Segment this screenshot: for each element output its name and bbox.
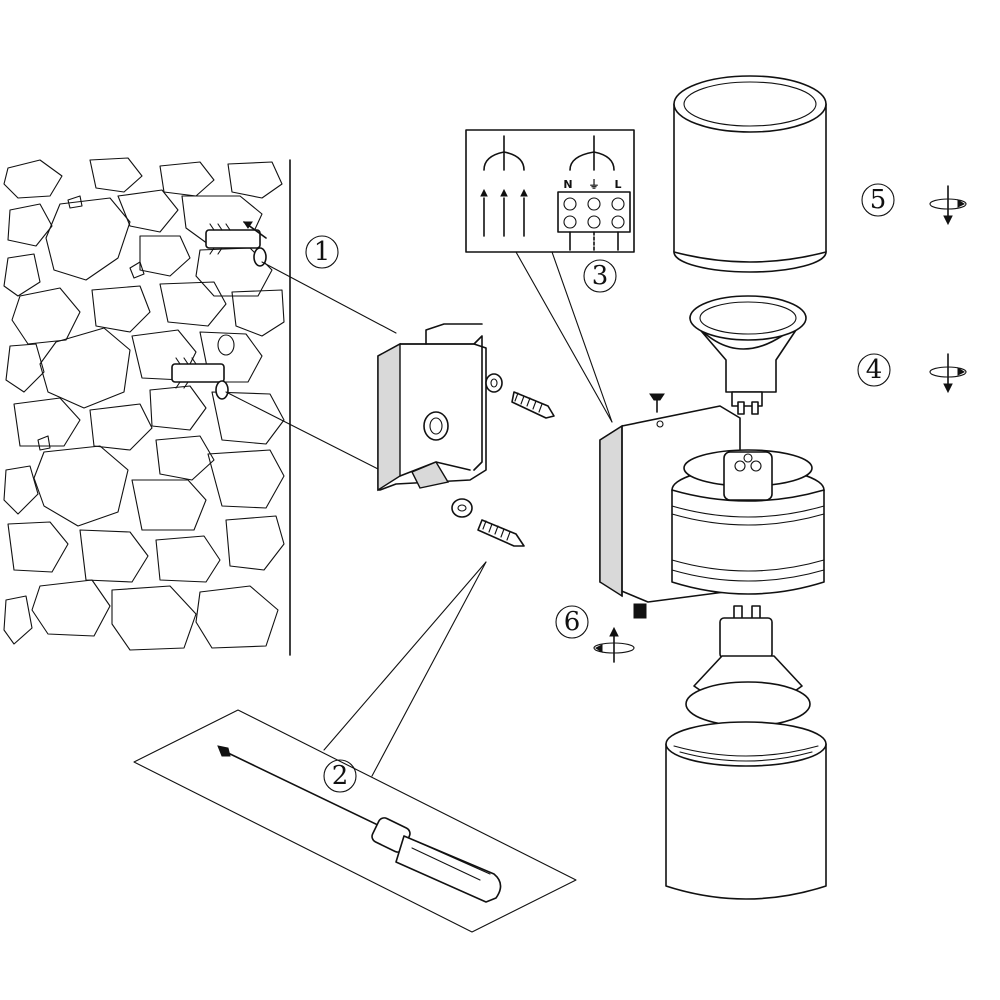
rotate-icon-step5 [929,185,967,226]
upper-cylinder-shade [673,75,827,273]
step-label-4: 4 [857,353,891,387]
rotate-icon-step6 [593,626,635,663]
wall-plug-upper [205,221,397,334]
terminal-live-label: L [614,178,621,191]
washer-lower [451,498,473,518]
step-number-5: 5 [870,185,887,215]
screwdriver-icon [217,745,502,903]
upper-bulb [689,295,807,415]
step-number-4: 4 [866,355,883,385]
lamp-body [599,405,825,603]
lower-cylinder-shade [665,721,827,900]
step-number-6: 6 [564,607,581,637]
lower-bulb [685,605,811,727]
step-label-5: 5 [861,183,895,217]
terminal-earth-label: ⏚ [589,178,600,191]
wiring-panel: N ⏚ L [465,129,635,423]
rotate-icon-step4 [929,353,967,394]
step-number-3: 3 [592,261,609,291]
mounting-bracket [377,323,487,492]
step-label-3: 3 [583,259,617,293]
step-label-6: 6 [555,605,589,639]
wall-plug-lower [171,357,389,475]
screw-upper [511,391,555,419]
screw-lower [477,519,525,547]
step-number-1: 1 [314,237,331,267]
washer-upper [485,373,503,393]
screwdriver-panel [133,561,577,933]
step-label-1: 1 [305,235,339,269]
bottom-screw [633,603,647,619]
step-label-2: 2 [323,759,357,793]
top-screw [649,393,665,428]
terminal-neutral-label: N [563,178,572,191]
step-number-2: 2 [332,761,349,791]
